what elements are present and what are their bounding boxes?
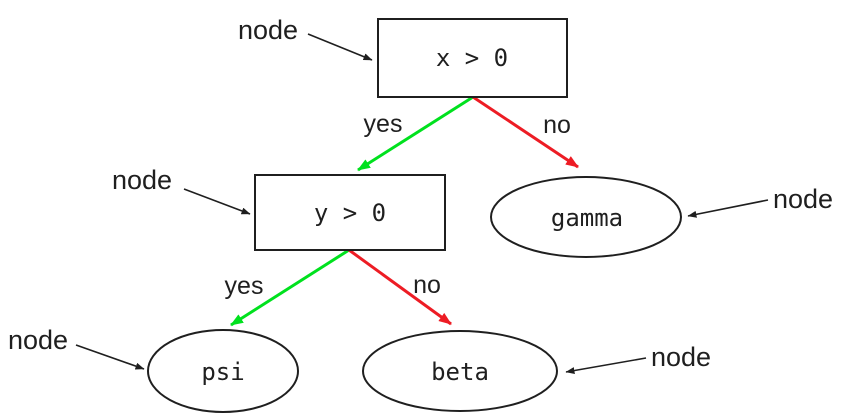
annotation-label-gamma: node xyxy=(773,184,833,214)
edge-yes-root-to-branch xyxy=(357,95,474,172)
node-box-root xyxy=(377,18,568,98)
annotation-label-branch: node xyxy=(112,165,172,195)
edge-yes-branch-to-psi xyxy=(230,248,350,327)
annotation-label-beta: node xyxy=(651,342,711,372)
node-ellipse-psi xyxy=(147,329,299,413)
annotation-arrow-root xyxy=(307,33,373,61)
edge-no-branch-to-beta xyxy=(348,248,452,326)
edge-label-yes-2: yes xyxy=(225,272,264,300)
node-box-branch xyxy=(254,174,446,251)
annotation-arrow-gamma xyxy=(687,199,769,218)
node-ellipse-gamma xyxy=(490,176,682,258)
node-label-beta: beta xyxy=(431,358,489,386)
annotation-label-psi: node xyxy=(8,325,68,355)
annotation-label-root: node xyxy=(238,15,298,45)
edge-label-yes-1: yes xyxy=(364,110,403,138)
edge-label-no-2: no xyxy=(413,271,441,299)
annotation-arrow-branch xyxy=(183,188,251,215)
node-ellipse-beta xyxy=(362,330,558,412)
edge-label-no-1: no xyxy=(543,111,571,139)
edge-no-root-to-gamma xyxy=(472,95,579,169)
node-label-root: x > 0 xyxy=(436,44,508,72)
node-label-branch: y > 0 xyxy=(314,199,386,227)
node-label-psi: psi xyxy=(201,358,244,386)
annotation-arrow-psi xyxy=(75,344,145,370)
node-label-gamma: gamma xyxy=(551,204,623,232)
annotation-arrow-beta xyxy=(565,357,647,374)
